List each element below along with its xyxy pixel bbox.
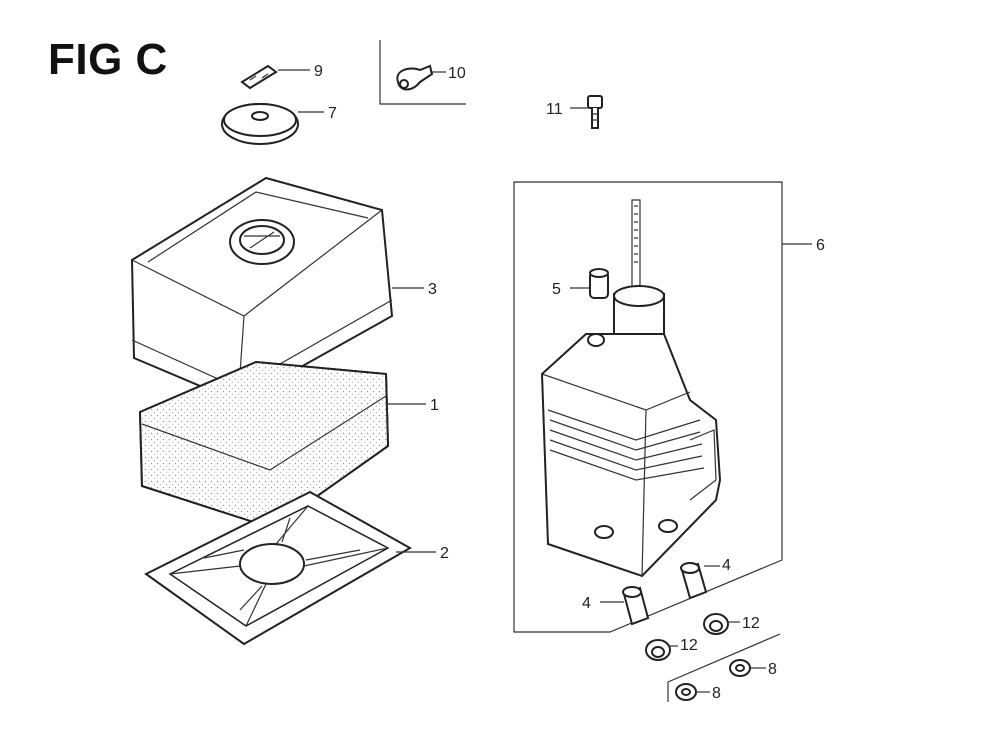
figure-title: FIG C (48, 35, 168, 84)
callout-1: 1 (430, 397, 439, 414)
part-11-screw (587, 95, 603, 129)
callout-7: 7 (328, 105, 337, 122)
callout-10: 10 (448, 65, 466, 82)
part-12-nut-b (703, 613, 729, 635)
callout-9: 9 (314, 63, 323, 80)
part-12-nut-a (645, 639, 671, 661)
bracket-8 (667, 633, 781, 702)
callout-6: 6 (816, 237, 825, 254)
callout-12-a: 12 (680, 637, 698, 654)
callout-2: 2 (440, 545, 449, 562)
callout-8-a: 8 (768, 661, 777, 678)
bracket-10 (379, 40, 466, 105)
part-1-foam-element (138, 360, 390, 530)
part-8-washer-a (729, 659, 751, 677)
part-5-sleeve (589, 268, 609, 299)
callout-12-b: 12 (742, 615, 760, 632)
callout-4-b: 4 (722, 557, 731, 574)
part-4-tube-b (680, 562, 708, 600)
part-6-case (540, 199, 722, 578)
part-3-cover (130, 176, 394, 404)
part-10-clip (396, 64, 434, 91)
callout-3: 3 (428, 281, 437, 298)
part-4-tube-a (622, 586, 650, 626)
callout-5: 5 (552, 281, 561, 298)
case-stud (631, 199, 641, 289)
callout-4-a: 4 (582, 595, 591, 612)
part-2-frame (144, 490, 413, 646)
callout-8-b: 8 (712, 685, 721, 702)
part-9-bolt (240, 64, 278, 90)
part-8-washer-b (675, 683, 697, 701)
callout-11: 11 (546, 101, 563, 118)
part-7-cap (221, 103, 299, 145)
